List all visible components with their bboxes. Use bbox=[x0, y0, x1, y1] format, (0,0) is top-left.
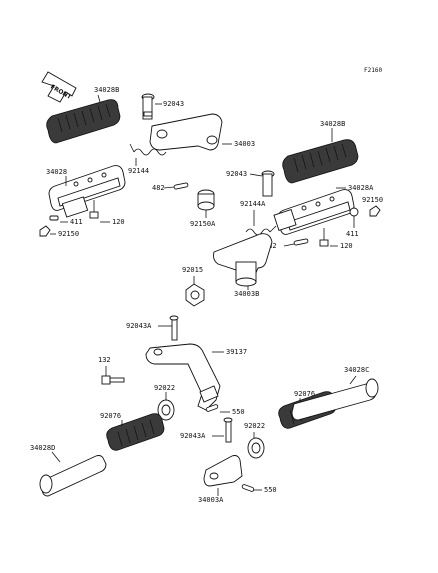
bracket-34003b bbox=[213, 233, 273, 287]
label-411-a: 411 bbox=[70, 218, 83, 226]
label-34028d: 34028D bbox=[30, 444, 55, 452]
pin-92043-top bbox=[141, 93, 155, 120]
washer-411-right bbox=[349, 207, 359, 217]
label-34003b: 34003B bbox=[234, 290, 259, 298]
label-132: 132 bbox=[98, 356, 111, 364]
clip-482-b bbox=[293, 238, 309, 246]
label-92022-b: 92022 bbox=[244, 422, 265, 430]
pin-92043-mid bbox=[261, 170, 275, 197]
bracket-34003 bbox=[149, 113, 223, 151]
clip-550-a bbox=[205, 404, 219, 412]
pin-92043a-low bbox=[223, 417, 233, 443]
pin-92043a-top bbox=[169, 315, 179, 341]
front-arrow-icon: FRONT bbox=[41, 71, 77, 103]
pin-411-left bbox=[49, 215, 59, 221]
grip-34028c bbox=[291, 378, 379, 421]
label-92022-a: 92022 bbox=[154, 384, 175, 392]
bolt-92150-right bbox=[369, 205, 381, 217]
figure-code: F2160 bbox=[364, 67, 382, 74]
label-92144a: 92144A bbox=[240, 200, 266, 208]
label-92043a-low: 92043A bbox=[180, 432, 206, 440]
nut-92015 bbox=[185, 283, 205, 307]
label-92150-b: 92150 bbox=[362, 196, 383, 204]
clip-550-b bbox=[241, 484, 255, 492]
label-92144: 92144 bbox=[128, 167, 149, 175]
label-92076-a: 92076 bbox=[100, 412, 121, 420]
label-34028c: 34028C bbox=[344, 366, 369, 374]
label-120-b: 120 bbox=[340, 242, 353, 250]
label-92043-mid: 92043 bbox=[226, 170, 247, 178]
label-34003a: 34003A bbox=[198, 496, 224, 504]
label-92150-a: 92150 bbox=[58, 230, 79, 238]
footpeg-rubber-34028b-right bbox=[282, 139, 359, 184]
bolt-120-left bbox=[89, 200, 99, 219]
label-92043-top: 92043 bbox=[163, 100, 184, 108]
spring-92144 bbox=[129, 143, 167, 156]
grip-34028d bbox=[39, 455, 107, 497]
bolt-92150-left bbox=[39, 225, 51, 237]
bolt-132 bbox=[101, 375, 125, 385]
label-34028a: 34028A bbox=[348, 184, 374, 192]
footpeg-34028 bbox=[48, 165, 126, 218]
footpeg-34028a bbox=[273, 189, 355, 235]
label-92043a-top: 92043A bbox=[126, 322, 152, 330]
label-34028b-top: 34028B bbox=[94, 86, 119, 94]
label-92076-b: 92076 bbox=[294, 390, 315, 398]
bolt-120-right bbox=[319, 228, 329, 247]
label-92015: 92015 bbox=[182, 266, 203, 274]
clip-482-a bbox=[173, 182, 189, 190]
label-92150a: 92150A bbox=[190, 220, 216, 228]
label-482-a: 482 bbox=[152, 184, 165, 192]
label-411-b: 411 bbox=[346, 230, 359, 238]
label-120-a: 120 bbox=[112, 218, 125, 226]
rubber-92076-a bbox=[106, 413, 165, 451]
label-550-a: 550 bbox=[232, 408, 245, 416]
bracket-39137 bbox=[145, 343, 221, 411]
footpeg-rubber-34028b-left bbox=[46, 99, 121, 144]
label-39137: 39137 bbox=[226, 348, 247, 356]
label-550-b: 550 bbox=[264, 486, 277, 494]
bracket-34003a bbox=[203, 455, 243, 487]
label-34003: 34003 bbox=[234, 140, 255, 148]
label-34028: 34028 bbox=[46, 168, 67, 176]
collar-92150a bbox=[197, 189, 215, 211]
label-34028b-right: 34028B bbox=[320, 120, 345, 128]
